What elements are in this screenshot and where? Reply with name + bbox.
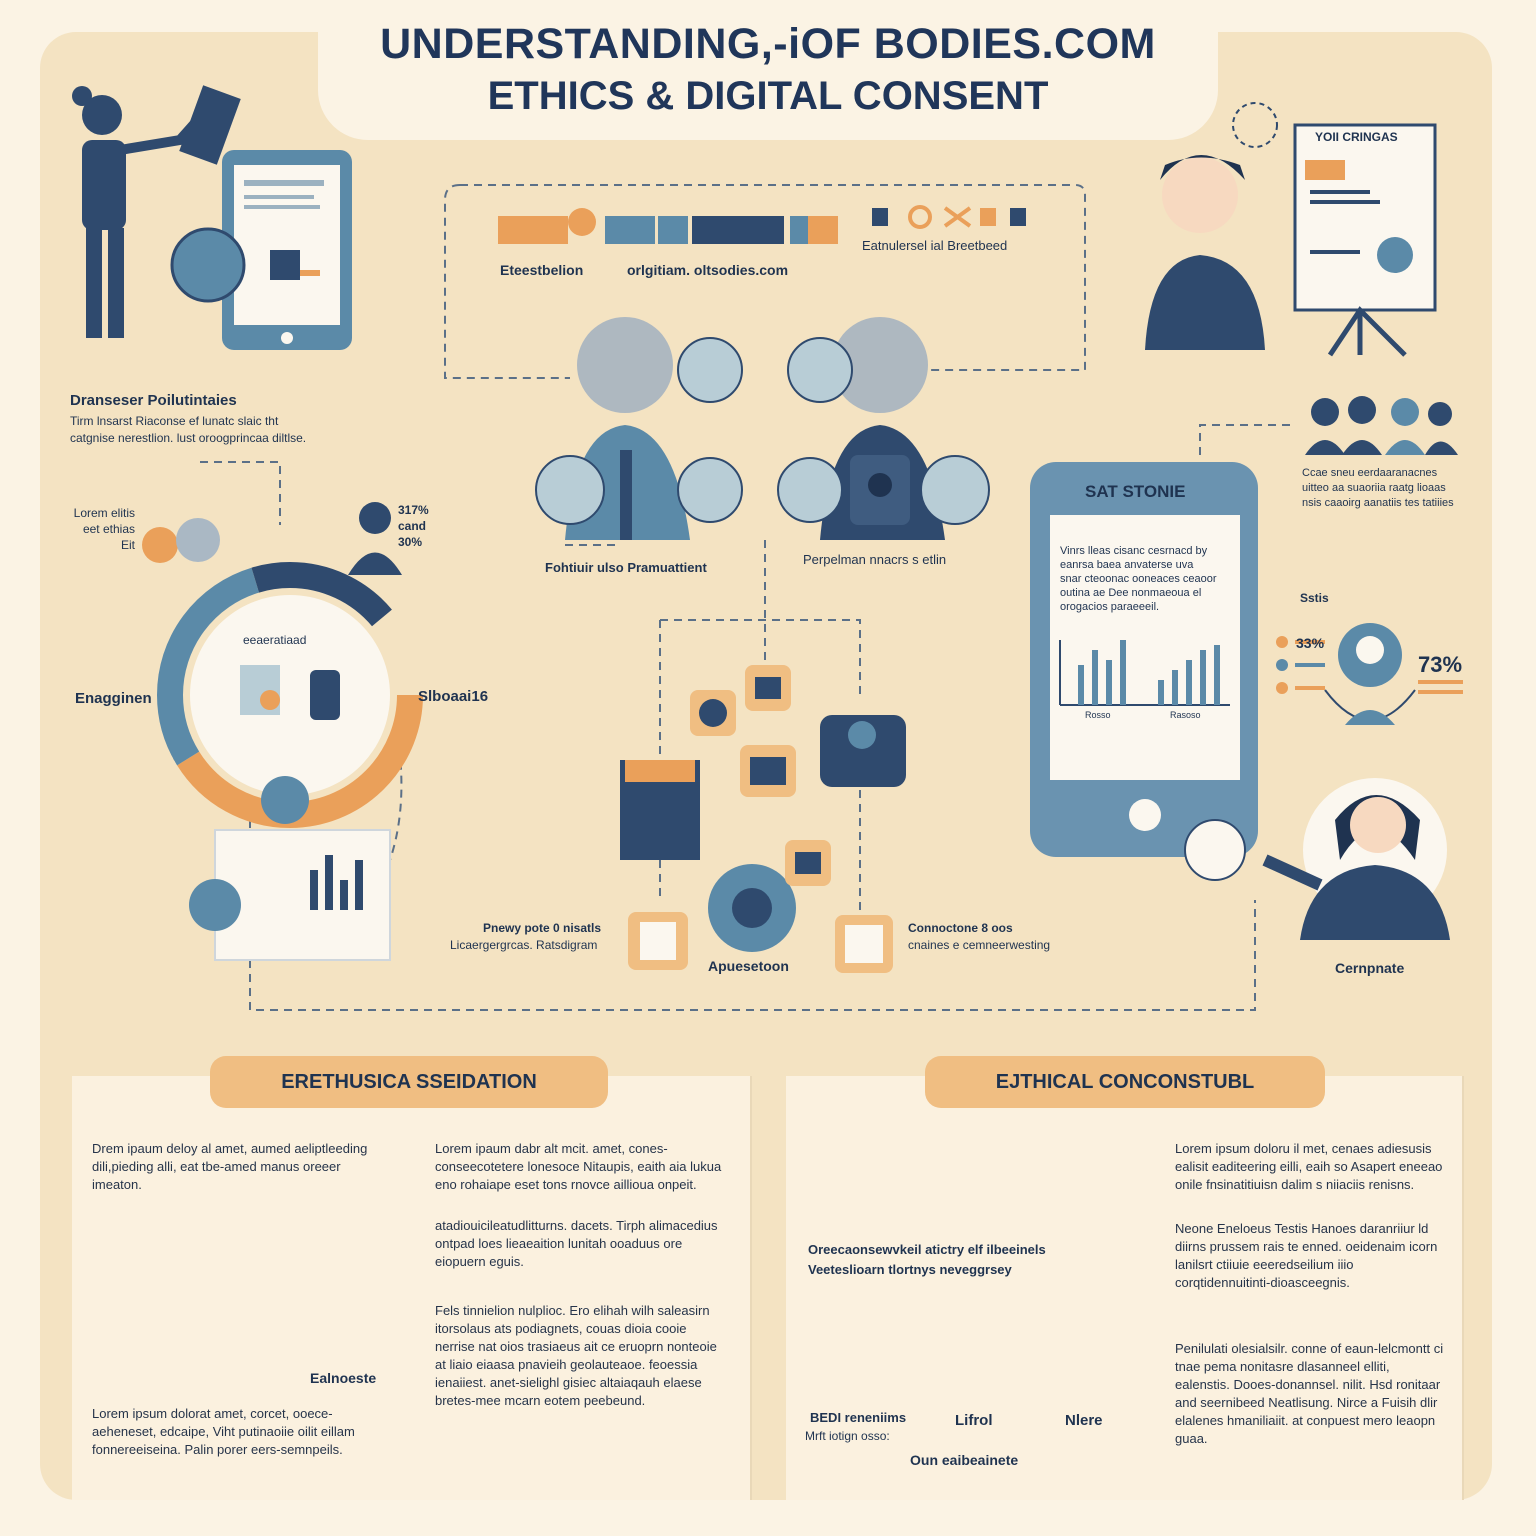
- phone-title: SAT STONIE: [1085, 482, 1186, 501]
- legend-label-mid: orlgitiam. oltsodies.com: [627, 262, 789, 278]
- connector-top-frame: [460, 184, 1086, 371]
- elder-figures: [565, 317, 945, 540]
- cycle-diagram: [142, 502, 423, 961]
- panel-right-para-1: Lorem ipsum doloru il met, cenaes adiesu…: [1175, 1141, 1443, 1192]
- circle-label-3: Nlere: [1065, 1412, 1103, 1429]
- board-presenter: [1145, 102, 1437, 357]
- phone-illustration: [1030, 462, 1258, 857]
- panel-left-para-5: Lorem ipsum dolorat amet, corcet, ooece-…: [92, 1406, 355, 1457]
- panel-right: [786, 1076, 1464, 1500]
- flow-right-label-2: cnaines e cemneerwesting: [908, 938, 1051, 952]
- panel-right-footer: Oun eaibeainete: [910, 1452, 1019, 1468]
- panel-right-caption-1: Oreecaonsewvkeil atictry elf ilbeeinels: [808, 1242, 1046, 1257]
- top-left-desc-2: catgnise nerestlion. lust oroogprincaa d…: [70, 431, 307, 445]
- panel-left-para-4: Fels tinnielion nulplioc. Ero elihah wil…: [435, 1303, 717, 1408]
- phone-text: Vinrs lleas cisanc cesrnacd by eanrsa ba…: [1060, 545, 1217, 613]
- panel-right-para-2: Neone Eneloeus Testis Hanoes daranriiur …: [1175, 1221, 1438, 1290]
- bottom-right-person: [1184, 778, 1450, 940]
- bulb-icon: [1276, 623, 1463, 725]
- crowd-text: Ccae sneu eerdaaranacnes uitteo aa suaor…: [1302, 467, 1454, 509]
- circle-label-1b: Mrft iotign osso:: [805, 1429, 890, 1443]
- stat-small-pct: 33%: [1296, 635, 1325, 651]
- dashed-connectors: [162, 184, 1290, 1011]
- connector-desc-cycle: [200, 461, 281, 525]
- cycle-label-right: Slboaai16: [418, 688, 489, 705]
- stats-label: Sstis: [1300, 591, 1329, 605]
- page-subtitle: ETHICS & DIGITAL CONSENT: [487, 74, 1049, 118]
- top-left-desc-1: Tirm lnsarst Riaconse ef lunatc slaic th…: [70, 414, 279, 428]
- person-label: Cernpnate: [1335, 960, 1405, 976]
- connector-bottom-frame: [249, 820, 1256, 1011]
- legend-label-right: Eatnulersel ial Breetbeed: [862, 238, 1008, 253]
- panel-right-para-3: Penilulati olesialsilr. conne of eaun-le…: [1175, 1341, 1444, 1446]
- panel-left-icon-label: Ealnoeste: [310, 1370, 377, 1386]
- flow-right-label-1: Connoctone 8 oos: [908, 921, 1013, 935]
- panel-left: [72, 1076, 752, 1500]
- circle-label-2: Lifrol: [955, 1412, 993, 1429]
- title-banner: UNDERSTANDING,-iOF BODIES.COM ETHICS & D…: [318, 0, 1218, 140]
- flow-left-label-2: Licaergergrcas. Ratsdigram: [450, 938, 598, 952]
- panel-left-para-1: Drem ipaum deloy al amet, aumed aeliptle…: [92, 1141, 368, 1192]
- top-left-heading: Dranseser Poilutintaies: [70, 392, 237, 409]
- panel-left-para-3: atadiouicileatudlitturns. dacets. Tirph …: [435, 1218, 718, 1269]
- stat-big-pct: 73%: [1418, 652, 1463, 677]
- panel-right-caption-2: Veeteslioarn tlortnys neveggrsey: [808, 1262, 1012, 1277]
- connector-top-left: [444, 184, 570, 379]
- legend-label-left: Eteestbelion: [500, 262, 584, 278]
- panel-right-heading: EJTHICAL CONCONSTUBL: [925, 1056, 1325, 1108]
- flow-nodes: [620, 665, 906, 973]
- phone-axis-label-1: Rosso: [1085, 710, 1111, 720]
- legend-strip: [498, 205, 1026, 244]
- cycle-label-top-right: 317% cand 30%: [398, 503, 429, 549]
- connector-split: [660, 619, 861, 700]
- circle-label-1: BEDI reneniims: [810, 1410, 907, 1425]
- mid-label-left: Fohtiuir ulso Pramuattient: [545, 560, 707, 575]
- connector-right: [1199, 424, 1290, 455]
- page-title: UNDERSTANDING,-iOF BODIES.COM: [380, 20, 1156, 68]
- phone-axis-label-2: Rasoso: [1170, 710, 1201, 720]
- panel-left-para-2: Lorem ipaum dabr alt mcit. amet, cones-c…: [435, 1141, 722, 1192]
- cycle-label-top-left: Lorem elitis eet ethias Eit: [73, 506, 135, 552]
- crowd-icon: [1305, 396, 1458, 455]
- flow-left-label-1: Pnewy pote 0 nisatls: [483, 921, 602, 935]
- board-title: YOII CRINGAS: [1315, 130, 1398, 144]
- speech-bubbles: [535, 337, 990, 525]
- presenter-illustration: [72, 85, 352, 350]
- flow-center-label: Apuesetoon: [708, 958, 789, 974]
- cycle-label-left: Enagginen: [75, 690, 152, 707]
- cycle-center-label: eeaeratiaad: [243, 633, 307, 647]
- mid-label-right: Perpelman nnacrs s etlin: [803, 552, 947, 567]
- panel-left-heading: ERETHUSICA SSEIDATION: [210, 1056, 608, 1108]
